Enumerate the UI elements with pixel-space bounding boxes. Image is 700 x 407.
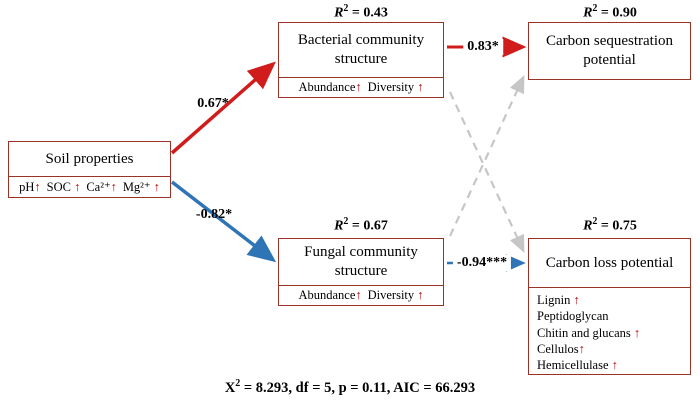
indicator: Chitin and glucans ↑ (537, 325, 641, 340)
carbon-loss-indicators: Lignin ↑ Peptidoglycan Chitin and glucan… (529, 287, 690, 377)
indicator: Mg²⁺ ↑ (122, 180, 160, 194)
node-bacterial-community: Bacterial community structure Abundance↑… (278, 22, 444, 98)
indicator: Diversity ↑ (367, 80, 424, 94)
up-arrow-icon: ↑ (355, 80, 362, 94)
indicator: Peptidoglycan (537, 309, 609, 324)
fungal-indicators: Abundance↑ Diversity ↑ (279, 285, 443, 305)
up-arrow-icon: ↑ (611, 358, 618, 372)
indicator: Abundance↑ (298, 80, 362, 94)
path-bacterial-to-carbon-loss (449, 91, 525, 253)
up-arrow-icon: ↑ (153, 180, 160, 194)
indicator: SOC ↑ (46, 180, 81, 194)
r2-label-carbon-seq: R2 = 0.90 (583, 3, 637, 21)
path-soil-to-bacterial (170, 61, 276, 155)
coef-bacterial-seq: 0.83* (463, 39, 503, 55)
path-fungal-to-carbon-seq (449, 75, 525, 237)
coef-soil-fungal: -0.82* (195, 207, 233, 222)
up-arrow-icon: ↑ (573, 293, 580, 307)
soil-properties-title: Soil properties (45, 150, 134, 167)
indicator: Abundance↑ (298, 288, 362, 302)
path-soil-to-fungal (170, 180, 277, 263)
indicator: Ca²⁺↑ (86, 180, 117, 194)
carbon-sequestration-title: Carbon sequestration potential (545, 33, 674, 68)
r2-label-fungal: R2 = 0.67 (334, 216, 388, 234)
bacterial-community-title: Bacterial community structure (297, 32, 425, 67)
up-arrow-icon: ↑ (417, 80, 424, 94)
node-carbon-loss: Carbon loss potential Lignin ↑ Peptidogl… (528, 238, 691, 375)
up-arrow-icon: ↑ (34, 180, 41, 194)
up-arrow-icon: ↑ (633, 325, 641, 340)
r2-label-carbon-loss: R2 = 0.75 (583, 216, 637, 234)
node-carbon-sequestration: Carbon sequestration potential (528, 22, 691, 80)
r2-label-bacterial: R2 = 0.43 (334, 3, 388, 21)
indicator: pH↑ (19, 180, 41, 194)
fungal-community-title: Fungal community structure (304, 244, 418, 279)
bacterial-indicators: Abundance↑ Diversity ↑ (279, 77, 443, 97)
up-arrow-icon: ↑ (74, 180, 81, 194)
up-arrow-icon: ↑ (417, 288, 424, 302)
carbon-loss-title: Carbon loss potential (545, 254, 674, 271)
up-arrow-icon: ↑ (578, 341, 585, 356)
coef-fungal-loss: -0.94*** (452, 255, 512, 271)
indicator: Lignin ↑ (537, 293, 580, 307)
up-arrow-icon: ↑ (110, 180, 117, 194)
up-arrow-icon: ↑ (355, 288, 362, 302)
node-soil-properties: Soil properties pH↑ SOC ↑ Ca²⁺↑ Mg²⁺ ↑ (8, 141, 171, 198)
indicator: Hemicellulase ↑ (537, 358, 618, 372)
soil-properties-indicators: pH↑ SOC ↑ Ca²⁺↑ Mg²⁺ ↑ (9, 176, 170, 197)
model-fit-stats: X2 = 8.293, df = 5, p = 0.11, AIC = 66.2… (224, 378, 476, 396)
node-fungal-community: Fungal community structure Abundance↑ Div… (278, 238, 444, 306)
indicator: Diversity ↑ (367, 288, 424, 302)
indicator: Cellulos↑ (537, 341, 585, 356)
coef-soil-bacterial: 0.67* (197, 96, 229, 111)
